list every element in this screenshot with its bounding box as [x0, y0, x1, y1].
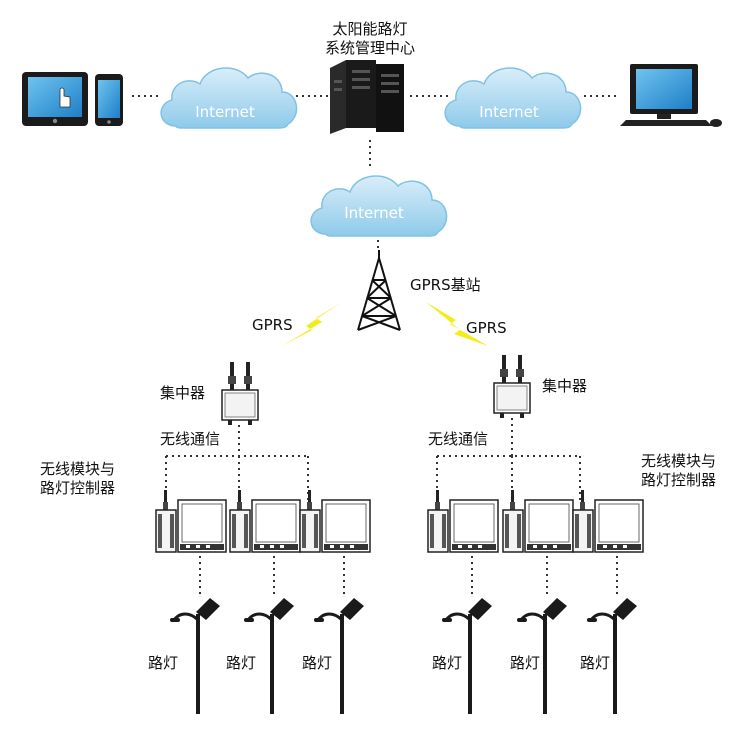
lamp-links: [199, 556, 618, 594]
mouse-icon: [710, 119, 722, 127]
cloud-label: Internet: [344, 204, 404, 222]
lamp-label: 路灯: [302, 654, 333, 672]
concentrator-label-left: 集中器: [160, 384, 206, 402]
wireless-label-left: 无线通信: [160, 430, 221, 448]
title-line-1: 太阳能路灯: [332, 20, 408, 38]
lamp-label: 路灯: [432, 654, 463, 672]
module-label-left-line-2: 路灯控制器: [40, 479, 116, 497]
module-label-right-line-2: 路灯控制器: [641, 471, 717, 489]
concentrator-left-icon: [221, 361, 259, 426]
pc-workstation: [620, 64, 722, 127]
cloud-left: Internet: [160, 67, 298, 129]
controller-module: [502, 489, 574, 553]
tower-label: GPRS基站: [410, 276, 481, 294]
management-center-title: 太阳能路灯 系统管理中心: [305, 20, 435, 58]
wireless-label-right: 无线通信: [428, 430, 489, 448]
cloud-label: Internet: [479, 103, 539, 121]
concentrator-label-right: 集中器: [542, 377, 588, 395]
cloud-label: Internet: [195, 103, 255, 121]
lamp-label: 路灯: [226, 654, 257, 672]
cloud-center: Internet: [310, 175, 448, 237]
lamp-label: 路灯: [580, 654, 611, 672]
gprs-label-right: GPRS: [466, 319, 507, 337]
gprs-tower-icon: [357, 250, 401, 331]
gprs-label-left: GPRS: [252, 316, 293, 334]
controller-module: [427, 489, 499, 553]
controller-module: [155, 489, 227, 553]
server-icon: [330, 60, 404, 134]
lightning-left-icon: [282, 302, 342, 346]
lamp-label: 路灯: [510, 654, 541, 672]
module-label-right: 无线模块与 路灯控制器: [641, 452, 716, 490]
controller-module: [572, 489, 644, 553]
lightning-right-icon: [426, 302, 488, 346]
module-label-right-line-1: 无线模块与: [641, 452, 717, 470]
module-label-left: 无线模块与 路灯控制器: [40, 460, 115, 498]
lamp-label: 路灯: [148, 654, 179, 672]
network-links: [132, 95, 620, 252]
mobile-devices: [22, 72, 123, 126]
module-label-left-line-1: 无线模块与: [40, 460, 116, 478]
concentrator-right-icon: [493, 354, 531, 419]
keyboard-icon: [620, 120, 712, 126]
controller-module: [229, 489, 301, 553]
controller-modules: [155, 489, 644, 553]
cloud-right: Internet: [444, 67, 582, 129]
controller-module: [299, 489, 371, 553]
title-line-2: 系统管理中心: [324, 39, 415, 57]
